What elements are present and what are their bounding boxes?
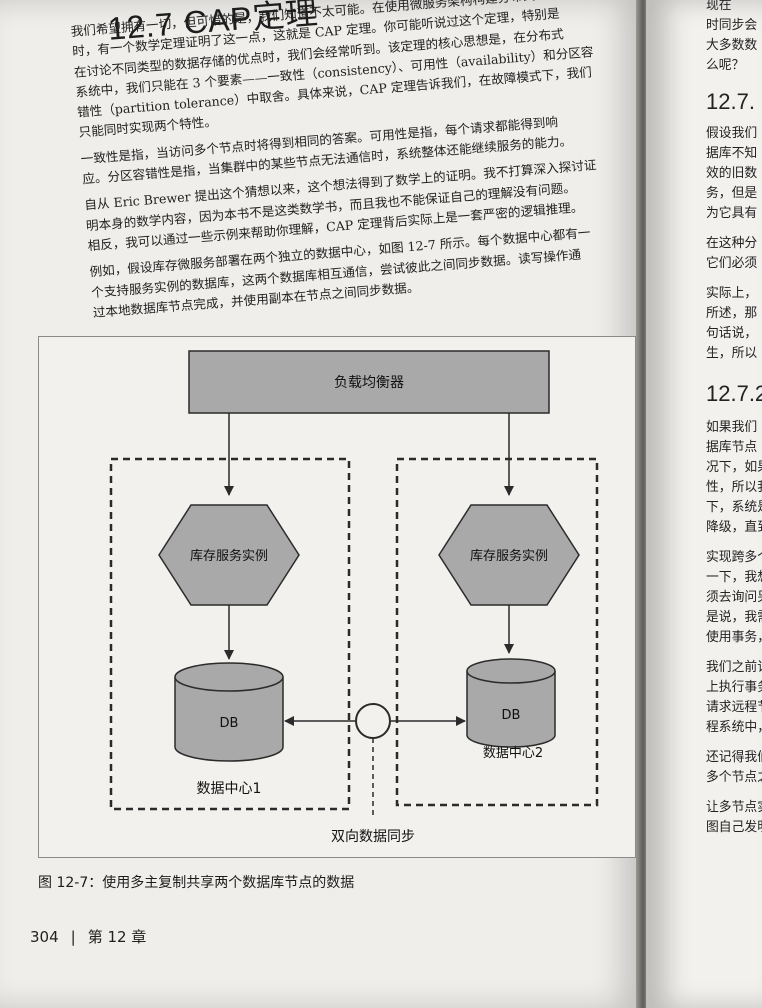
architecture-diagram: 负载均衡器 库存服务实例 库存服务实例 DB xyxy=(109,350,599,845)
page-number: 304 xyxy=(30,928,59,946)
bidirectional-sync-label: 双向数据同步 xyxy=(331,829,415,845)
right-text-line: 务，但是 xyxy=(706,186,758,201)
inventory-service-1-hexagon xyxy=(158,504,300,606)
right-text-line: 如果我们 xyxy=(706,420,758,435)
chapter-label: 第 12 章 xyxy=(87,928,147,946)
right-text-line: 所述，那 xyxy=(706,306,758,321)
data-center-1-label: 数据中心1 xyxy=(197,781,262,797)
right-text-line: 效的旧数 xyxy=(706,166,758,181)
right-subsection-heading: 12.7.2 xyxy=(706,381,762,406)
right-text-line: 句话说， xyxy=(706,326,758,341)
right-text-line: 假设我们 xyxy=(706,126,758,141)
right-text-line: 须去询问另 xyxy=(706,590,762,605)
right-text-line: 下，系统是 xyxy=(706,500,762,515)
sync-node-circle xyxy=(355,703,391,739)
right-text-line: 还记得我们 xyxy=(706,750,762,765)
figure-caption: 图 12-7：使用多主复制共享两个数据库节点的数据 xyxy=(38,875,355,891)
right-text-line: 请求远程节 xyxy=(706,700,762,715)
right-text-line: 实际上， xyxy=(706,286,758,301)
page-footer: 304 | 第 12 章 xyxy=(30,926,630,947)
right-text-line: 性，所以我 xyxy=(706,480,762,495)
figure-12-7: 负载均衡器 库存服务实例 库存服务实例 DB xyxy=(38,336,636,858)
right-text-line: 图自己发明 xyxy=(706,820,762,835)
right-text-line: 我们之前讨 xyxy=(706,660,762,675)
right-text-line: 让多节点实 xyxy=(706,800,762,815)
right-text-line: 时同步会 xyxy=(706,18,758,33)
right-text-line: 在这种分 xyxy=(706,236,758,251)
load-balancer-label: 负载均衡器 xyxy=(334,375,404,391)
right-text-line: 一下，我想 xyxy=(706,570,762,585)
right-text-line: 是说，我需 xyxy=(706,610,762,625)
left-page: 12.7 CAP定理 我们希望拥有一切，但可惜的是，我们知道不太可能。在使用微服… xyxy=(0,0,640,1008)
right-text-line: 么呢？ xyxy=(706,58,745,73)
db-2-label: DB xyxy=(502,708,521,723)
right-text-line: 多个节点之 xyxy=(706,770,762,785)
right-text-line: 降级，直到 xyxy=(706,520,762,535)
right-text-line: 况下，如果 xyxy=(706,460,762,475)
right-text-line: 它们必须 xyxy=(706,256,758,271)
body-text: 我们希望拥有一切，但可惜的是，我们知道不太可能。在使用微服务架构构建分布式系统 … xyxy=(70,0,672,329)
footer-separator: | xyxy=(70,928,76,946)
right-text-line: 大多数数 xyxy=(706,38,758,53)
right-subsection-heading: 12.7. xyxy=(706,89,755,114)
right-text-line: 为它具有 xyxy=(706,206,758,221)
right-text-line: 使用事务， xyxy=(706,630,762,645)
right-text-line: 程系统中， xyxy=(706,720,762,735)
right-text-line: 上执行事务 xyxy=(706,680,762,695)
right-text-line: 现在 xyxy=(706,0,732,13)
right-text-line: 据库节点 xyxy=(706,440,758,455)
data-center-2-boundary xyxy=(395,457,599,807)
inventory-service-2-label: 库存服务实例 xyxy=(470,548,548,564)
load-balancer-box xyxy=(188,350,550,414)
db-1-label: DB xyxy=(220,716,239,731)
data-center-2-label: 数据中心2 xyxy=(483,746,543,761)
inventory-service-1-label: 库存服务实例 xyxy=(190,548,268,564)
db-1-cylinder xyxy=(174,662,284,762)
right-text-line: 实现跨多个 xyxy=(706,550,762,565)
inventory-service-2-hexagon xyxy=(438,504,580,606)
right-text-line: 生，所以 xyxy=(706,346,758,361)
data-center-1-boundary xyxy=(109,457,351,811)
right-page: 现在时同步会大多数数么呢？ 12.7. 假设我们据库不知效的旧数务，但是为它具有在这… xyxy=(646,0,762,1008)
db-2-cylinder xyxy=(466,658,556,748)
right-text-line: 据库不知 xyxy=(706,146,758,161)
